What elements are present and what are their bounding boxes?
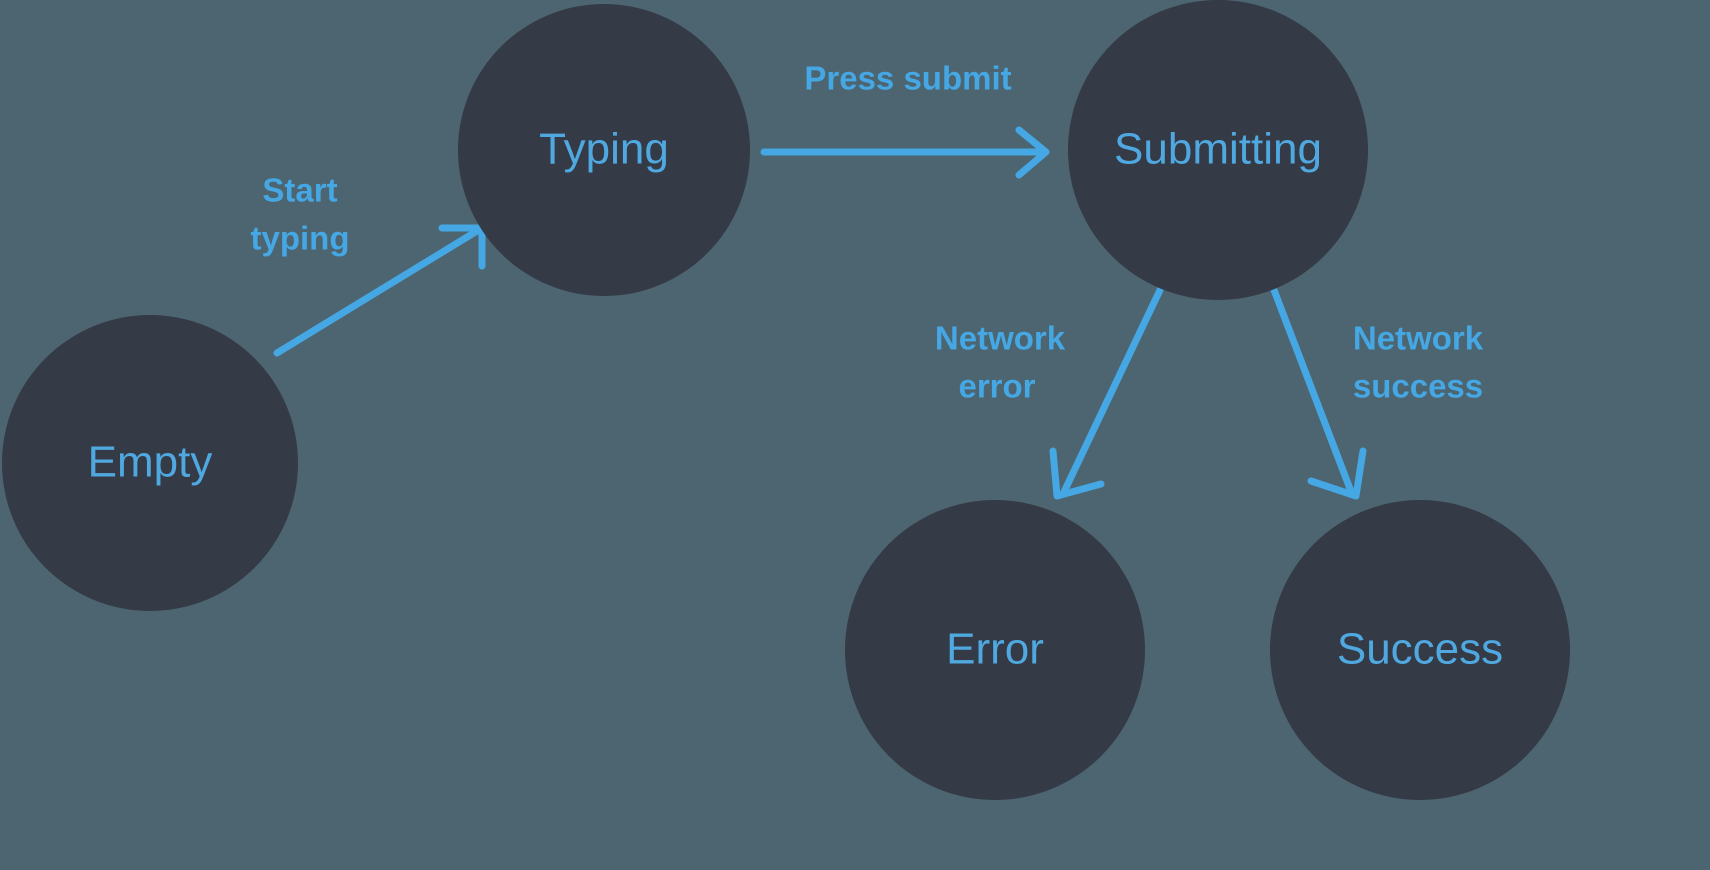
edge-submitting-to-success-arrowhead bbox=[1307, 447, 1367, 500]
state-node-success-label: Success bbox=[1337, 625, 1503, 674]
state-node-error[interactable]: Error bbox=[845, 500, 1145, 800]
state-node-typing-circle bbox=[458, 4, 750, 296]
state-node-success-circle bbox=[1270, 500, 1570, 800]
edge-label-network-success-line-1: Network bbox=[1353, 320, 1484, 357]
edge-submitting-to-error-shaft bbox=[1059, 286, 1164, 498]
edge-label-start-typing-line-1: Start bbox=[262, 172, 337, 209]
edge-submitting-to-error-arrowhead bbox=[1049, 447, 1105, 500]
edge-submitting-to-success-shaft bbox=[1270, 286, 1356, 498]
edge-empty-to-typing-shaft bbox=[273, 227, 481, 357]
state-node-submitting[interactable]: Submitting bbox=[1068, 0, 1368, 300]
edge-label-press-submit-line-1: Press submit bbox=[804, 60, 1011, 97]
edge-label-network-error: Network error bbox=[935, 320, 1066, 405]
state-node-empty-circle bbox=[2, 315, 298, 611]
state-node-typing[interactable]: Typing bbox=[458, 4, 750, 296]
state-node-success[interactable]: Success bbox=[1270, 500, 1570, 800]
edge-label-network-error-line-1: Network bbox=[935, 320, 1066, 357]
state-node-error-circle bbox=[845, 500, 1145, 800]
state-node-submitting-circle bbox=[1068, 0, 1368, 300]
state-node-empty-label: Empty bbox=[88, 438, 213, 487]
state-node-submitting-label: Submitting bbox=[1114, 125, 1322, 174]
edge-typing-to-submitting-arrowhead bbox=[1015, 126, 1050, 179]
edge-label-press-submit: Press submit bbox=[804, 60, 1011, 97]
state-node-empty[interactable]: Empty bbox=[2, 315, 298, 611]
edge-submitting-to-success[interactable] bbox=[1270, 286, 1367, 500]
state-node-typing-label: Typing bbox=[539, 125, 669, 174]
edge-typing-to-submitting[interactable] bbox=[760, 126, 1050, 179]
edge-submitting-to-error[interactable] bbox=[1049, 286, 1164, 500]
edge-label-network-success-line-2: success bbox=[1353, 368, 1483, 405]
edge-label-network-error-line-2: error bbox=[958, 368, 1035, 405]
edge-label-start-typing-line-2: typing bbox=[251, 220, 350, 257]
state-node-error-label: Error bbox=[946, 625, 1044, 674]
edge-label-start-typing: Start typing bbox=[251, 172, 350, 257]
edge-label-network-success: Network success bbox=[1353, 320, 1484, 405]
